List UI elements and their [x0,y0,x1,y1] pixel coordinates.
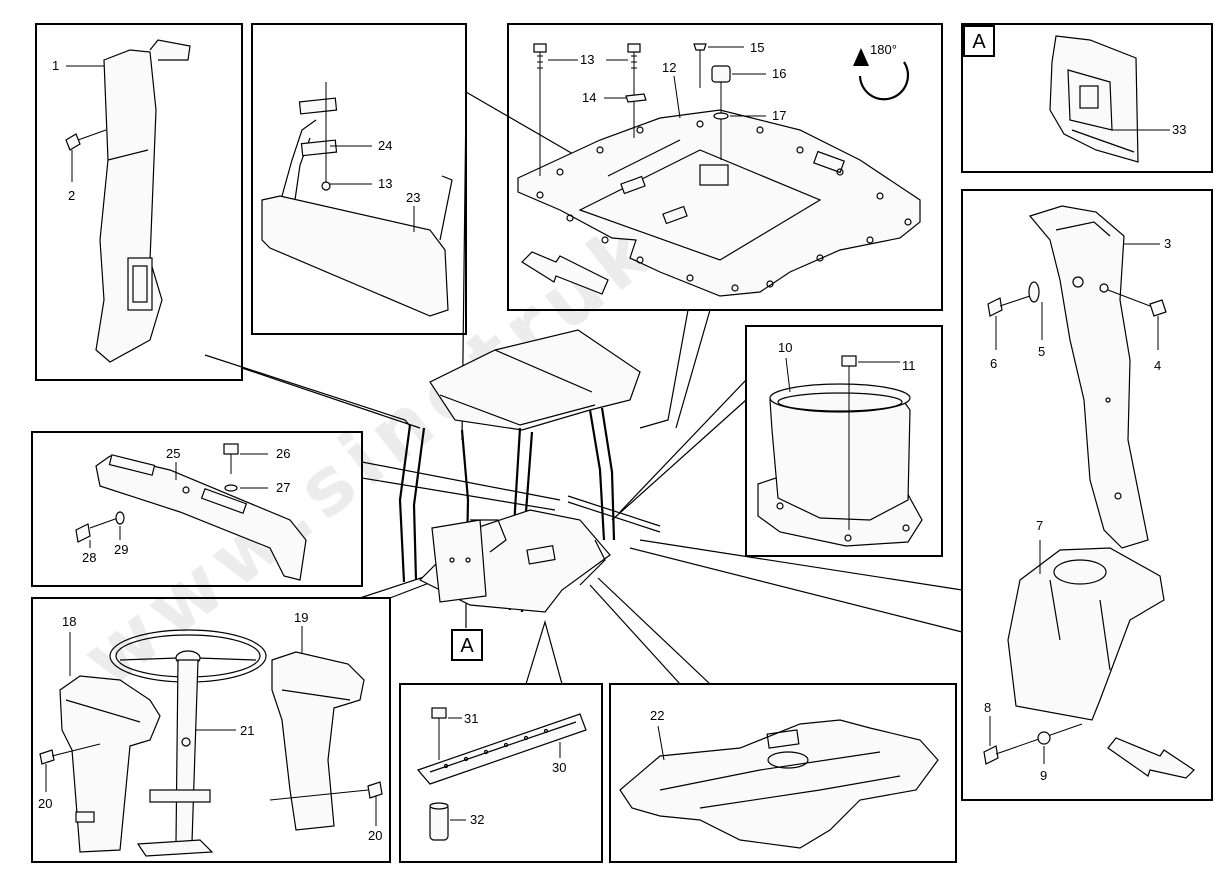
screw-20-right [269,781,383,801]
callout-30: 30 [552,760,566,775]
panel-duct [745,325,943,557]
screw-4 [1107,289,1167,317]
part-column-cover-left [59,675,161,853]
bolt-13-b [627,43,641,138]
part-roof-panel [517,109,921,297]
direction-arrow-right-icon [1107,737,1195,779]
screw-15 [693,43,707,88]
screw-28 [75,517,119,543]
washer-17 [713,112,729,120]
callout-14: 14 [582,90,596,105]
callout-24: 24 [378,138,392,153]
panel-sun-visor [251,23,467,335]
washer-14 [625,93,647,103]
callout-23: 23 [406,190,420,205]
callout-26: 26 [276,446,290,461]
callout-32: 32 [470,812,484,827]
callout-28: 28 [82,550,96,565]
callout-4: 4 [1154,358,1161,373]
part-air-duct [757,383,923,547]
callout-9: 9 [1040,768,1047,783]
bolt-13-a [533,43,547,176]
rotation-label: 180° [870,42,897,57]
callout-33: 33 [1172,122,1186,137]
panel-rail [399,683,603,863]
part-column-cover-right [271,651,365,831]
screw-11 [841,355,857,530]
part-floor-mat [619,719,939,849]
callout-25: 25 [166,446,180,461]
callout-31: 31 [464,711,478,726]
view-a-tag-panel [963,25,995,57]
bolt-26 [223,443,239,474]
screw-8 [983,723,1083,765]
callout-6: 6 [990,356,997,371]
spacer-32 [429,802,449,841]
washer-9 [1037,731,1051,745]
callout-21: 21 [240,723,254,738]
callout-15: 15 [750,40,764,55]
panel-dash-panel [31,431,363,587]
cab-assembly [398,329,661,613]
callout-12: 12 [662,60,676,75]
direction-arrow-icon [521,251,609,295]
washer-29 [115,511,125,525]
callout-13-roof: 13 [580,52,594,67]
callout-8: 8 [984,700,991,715]
callout-7: 7 [1036,518,1043,533]
callout-22: 22 [650,708,664,723]
part-console-side-cover [1049,35,1139,163]
view-a-tag-cab-text: A [460,635,474,657]
rotation-arrow-icon [853,48,910,101]
callout-18: 18 [62,614,76,629]
callout-1: 1 [52,58,59,73]
bolt-31 [431,707,447,760]
clip-5 [1028,281,1040,303]
part-pillar-trim-right [1028,205,1149,549]
callout-5: 5 [1038,344,1045,359]
panel-pillar-right [961,189,1213,801]
callout-20-right: 20 [368,828,382,843]
nut-16 [711,65,731,160]
callout-16: 16 [772,66,786,81]
callout-3: 3 [1164,236,1171,251]
callout-11: 11 [902,358,916,373]
part-dash-panel [95,454,307,581]
panel-pillar-left [35,23,243,381]
callout-29: 29 [114,542,128,557]
callout-19: 19 [294,610,308,625]
part-pillar-trim-left [95,39,191,363]
panel-view-a [961,23,1213,173]
panel-roof [507,23,943,311]
callout-27: 27 [276,480,290,495]
callout-2: 2 [68,188,75,203]
panel-steering [31,597,391,863]
part-steering-column [136,659,214,857]
view-a-tag-cab [451,629,483,661]
callout-20-left: 20 [38,796,52,811]
callout-13-visor: 13 [378,176,392,191]
view-a-tag-panel-text: A [972,31,986,53]
screw-2 [65,129,107,151]
screw-20-left [39,743,101,765]
callout-10: 10 [778,340,792,355]
part-seat-rail [416,713,587,785]
part-rear-cover [1007,547,1165,721]
callout-17: 17 [772,108,786,123]
washer-27 [224,484,238,492]
part-sun-visor [261,82,453,317]
screw-6 [987,295,1031,317]
panel-floor-mat [609,683,957,863]
